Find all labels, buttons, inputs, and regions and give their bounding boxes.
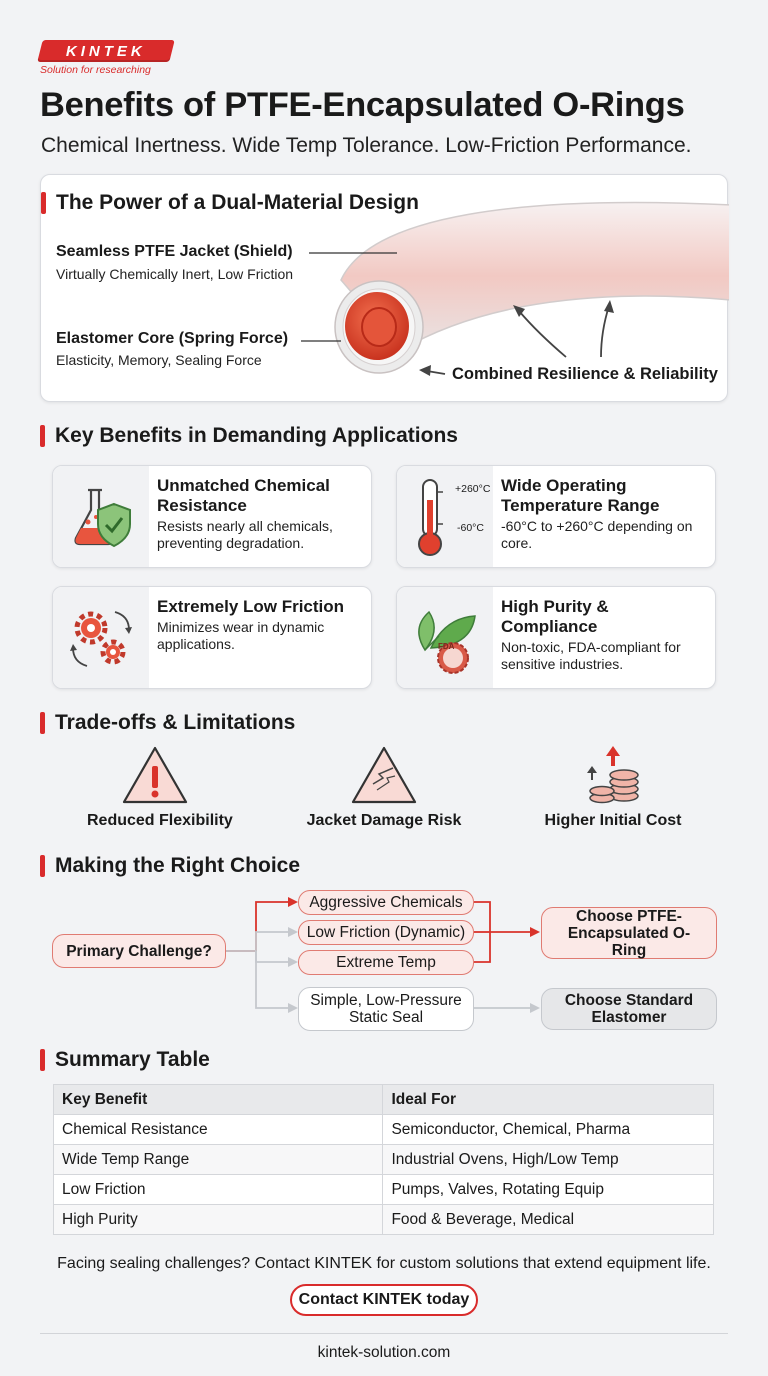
table-row: High Purity Food & Beverage, Medical [52,1204,714,1235]
footer-divider [40,1333,728,1334]
benefit-title: Extremely Low Friction [157,597,345,616]
temp-low-label: -60°C [457,522,484,534]
tradeoff-label: Jacket Damage Risk [306,812,462,829]
result-ptfe: Choose PTFE-Encapsulated O-Ring [541,907,717,959]
table-cell: Industrial Ovens, High/Low Temp [382,1144,714,1175]
logo-badge: KINTEK [37,40,175,62]
summary-heading: Summary Table [40,1048,210,1072]
table-cell: Pumps, Valves, Rotating Equip [382,1174,714,1205]
section-marker [40,1049,45,1071]
benefit-card-temperature: +260°C -60°C Wide Operating Temperature … [396,465,716,568]
table-cell: Chemical Resistance [52,1114,384,1145]
brand-logo: KINTEK Solution for researching [37,40,175,76]
benefit-card-chemical: Unmatched Chemical Resistance Resists ne… [52,465,372,568]
combined-label: Combined Resilience & Reliability [452,365,718,383]
table-row: Chemical Resistance Semiconductor, Chemi… [52,1114,714,1145]
benefits-heading-text: Key Benefits in Demanding Applications [55,424,458,447]
table-cell: Food & Beverage, Medical [382,1204,714,1235]
tradeoffs-heading: Trade-offs & Limitations [40,711,295,735]
table-cell: Wide Temp Range [52,1144,384,1175]
design-heading: The Power of a Dual-Material Design [41,191,419,215]
warning-icon [122,746,188,804]
benefit-title: High Purity & Compliance [501,597,609,636]
jacket-title: Seamless PTFE Jacket (Shield) [56,243,293,260]
tradeoff-label: Reduced Flexibility [87,812,233,829]
coins-icon [587,746,639,804]
benefit-desc: Non-toxic, FDA-compliant for sensitive i… [501,639,681,672]
table-header-row: Key Benefit Ideal For [52,1084,714,1115]
table-cell: Low Friction [52,1174,384,1205]
oring-cross-section-illustration [301,201,729,376]
page-subtitle: Chemical Inertness. Wide Temp Tolerance.… [41,134,692,157]
benefit-card-purity: FDA High Purity & Compliance Non-toxic, … [396,586,716,689]
benefit-desc: -60°C to +260°C depending on core. [501,518,693,551]
summary-heading-text: Summary Table [55,1048,210,1071]
option-extreme-temp: Extreme Temp [298,950,474,975]
table-cell: Semiconductor, Chemical, Pharma [382,1114,714,1145]
section-marker [40,712,45,734]
section-marker [40,425,45,447]
benefits-heading: Key Benefits in Demanding Applications [40,424,458,448]
column-header: Ideal For [382,1084,714,1115]
choice-heading-text: Making the Right Choice [55,854,301,877]
design-heading-text: The Power of a Dual-Material Design [56,191,419,214]
core-desc: Elasticity, Memory, Sealing Force [56,352,262,368]
temp-high-label: +260°C [455,483,491,495]
tradeoffs-heading-text: Trade-offs & Limitations [55,711,296,734]
core-title: Elastomer Core (Spring Force) [56,330,289,347]
logo-text: KINTEK [66,42,146,60]
option-static-seal: Simple, Low-Pressure Static Seal [298,987,474,1031]
column-header: Key Benefit [52,1084,384,1115]
gears-icon [53,587,149,688]
footer-link[interactable]: kintek-solution.com [317,1344,451,1361]
design-card: The Power of a Dual-Material Design Seam… [40,174,729,402]
page-title: Benefits of PTFE-Encapsulated O-Rings [40,86,685,124]
choice-heading: Making the Right Choice [40,854,300,878]
thermometer-icon: +260°C -60°C [397,466,493,567]
primary-challenge-node: Primary Challenge? [52,934,226,968]
flask-shield-icon [53,466,149,567]
table-cell: High Purity [52,1204,384,1235]
benefit-desc: Minimizes wear in dynamic applications. [157,619,325,652]
section-marker [40,855,45,877]
option-low-friction: Low Friction (Dynamic) [298,920,474,945]
section-marker [41,192,46,214]
fda-badge-text: FDA [438,642,455,651]
benefit-title: Unmatched Chemical Resistance [157,476,330,515]
contact-button[interactable]: Contact KINTEK today [290,1284,478,1316]
benefit-title: Wide Operating Temperature Range [501,476,660,515]
option-aggressive-chemicals: Aggressive Chemicals [298,890,474,915]
table-row: Wide Temp Range Industrial Ovens, High/L… [52,1144,714,1175]
jacket-desc: Virtually Chemically Inert, Low Friction [56,266,294,282]
decision-flow-connectors [226,897,540,1013]
tradeoff-label: Higher Initial Cost [544,812,682,829]
summary-table: Key Benefit Ideal For Chemical Resistanc… [52,1084,714,1235]
benefit-card-friction: Extremely Low Friction Minimizes wear in… [52,586,372,689]
benefit-desc: Resists nearly all chemicals, preventing… [157,518,333,551]
cracked-warning-icon [351,746,417,804]
cta-text: Facing sealing challenges? Contact KINTE… [57,1255,711,1272]
logo-tagline: Solution for researching [40,64,151,76]
result-standard: Choose Standard Elastomer [541,988,717,1030]
table-row: Low Friction Pumps, Valves, Rotating Equ… [52,1174,714,1205]
leaf-fda-icon: FDA [397,587,493,688]
